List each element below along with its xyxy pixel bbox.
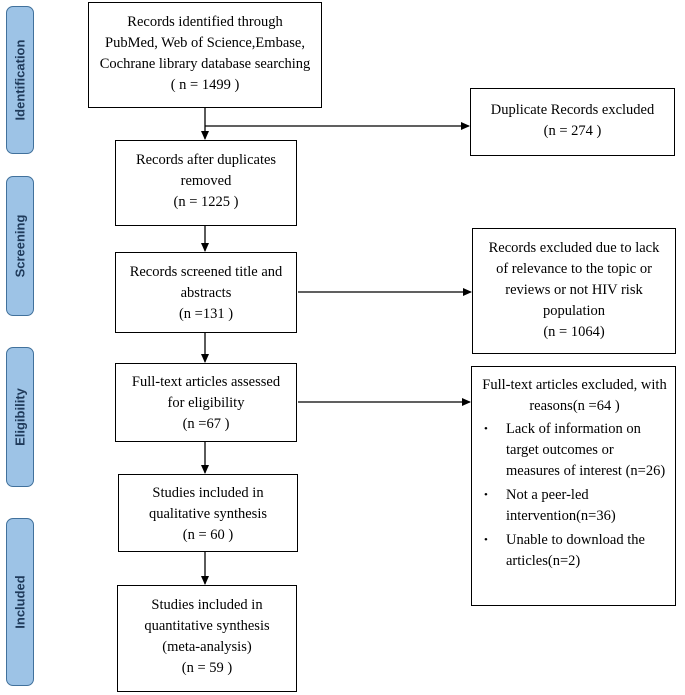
exclusion-reason-line: measures of interest (n=26) bbox=[506, 463, 666, 479]
box-screen-excluded-line: of relevance to the topic or bbox=[496, 261, 652, 277]
exclusion-reason-line: articles(n=2) bbox=[506, 553, 581, 569]
phase-included: Included bbox=[6, 518, 34, 686]
box-records-screened-line: abstracts bbox=[180, 285, 232, 301]
exclusion-reason-item: • Not a peer-led intervention(n=36) bbox=[484, 485, 669, 527]
bullet-icon: • bbox=[484, 534, 488, 546]
exclusion-reason-line: Unable to download the bbox=[506, 532, 645, 548]
box-records-screened-line: Records screened title and bbox=[129, 264, 283, 280]
bullet-icon: • bbox=[484, 423, 488, 435]
box-qualitative-line: qualitative synthesis bbox=[149, 506, 267, 522]
exclusion-reason-line: Lack of information on bbox=[506, 421, 641, 437]
box-after-duplicates-line: Records after duplicates bbox=[135, 152, 277, 168]
exclusion-reason-item: • Unable to download the articles(n=2) bbox=[484, 530, 669, 572]
box-records-identified: Records identified through PubMed, Web o… bbox=[88, 2, 322, 108]
box-fulltext-excluded-count: reasons(n =64 ) bbox=[529, 398, 620, 414]
box-qualitative-synthesis: Studies included in qualitative synthesi… bbox=[118, 474, 298, 552]
box-duplicates-excluded: Duplicate Records excluded (n = 274 ) bbox=[470, 88, 675, 156]
exclusion-reason-line: target outcomes or bbox=[506, 442, 614, 458]
box-fulltext-excluded-title: Full-text articles excluded, with bbox=[482, 377, 667, 393]
box-qualitative-count: (n = 60 ) bbox=[182, 527, 234, 543]
box-quantitative-count: (n = 59 ) bbox=[181, 660, 233, 676]
box-screen-excluded-count: (n = 1064) bbox=[543, 324, 605, 340]
box-records-identified-line: Records identified through bbox=[127, 14, 283, 30]
exclusion-reason-item: • Lack of information on target outcomes… bbox=[484, 419, 669, 482]
box-qualitative-line: Studies included in bbox=[152, 485, 264, 501]
box-after-duplicates: Records after duplicates removed (n = 12… bbox=[115, 140, 297, 226]
box-fulltext-assessed-count: (n =67 ) bbox=[182, 416, 230, 432]
box-duplicates-excluded-count: (n = 274 ) bbox=[543, 123, 602, 139]
exclusion-reason-line: Not a peer-led bbox=[506, 487, 589, 503]
box-records-screened: Records screened title and abstracts (n … bbox=[115, 252, 297, 333]
bullet-icon: • bbox=[484, 489, 488, 501]
box-fulltext-assessed: Full-text articles assessed for eligibil… bbox=[115, 363, 297, 442]
box-screen-excluded-line: population bbox=[542, 303, 606, 319]
box-fulltext-assessed-line: for eligibility bbox=[167, 395, 245, 411]
box-records-identified-line: Cochrane library database searching bbox=[99, 56, 311, 72]
box-records-screened-count: (n =131 ) bbox=[178, 306, 234, 322]
exclusion-reason-line: intervention(n=36) bbox=[506, 508, 616, 524]
box-fulltext-excluded: Full-text articles excluded, with reason… bbox=[471, 366, 676, 606]
box-fulltext-assessed-line: Full-text articles assessed bbox=[131, 374, 281, 390]
phase-screening: Screening bbox=[6, 176, 34, 316]
box-after-duplicates-line: removed bbox=[180, 173, 232, 189]
box-quantitative-line: Studies included in bbox=[151, 597, 263, 613]
box-screen-excluded: Records excluded due to lack of relevanc… bbox=[472, 228, 676, 354]
box-records-identified-count: ( n = 1499 ) bbox=[170, 77, 240, 93]
phase-identification: Identification bbox=[6, 6, 34, 154]
box-quantitative-line: quantitative synthesis bbox=[144, 618, 270, 634]
box-records-identified-line: PubMed, Web of Science,Embase, bbox=[105, 35, 305, 51]
box-quantitative-line: (meta-analysis) bbox=[162, 639, 252, 655]
box-duplicates-excluded-line: Duplicate Records excluded bbox=[490, 102, 655, 118]
box-after-duplicates-count: (n = 1225 ) bbox=[173, 194, 239, 210]
box-screen-excluded-line: Records excluded due to lack bbox=[488, 240, 660, 256]
phase-eligibility: Eligibility bbox=[6, 347, 34, 487]
box-screen-excluded-line: reviews or not HIV risk bbox=[505, 282, 643, 298]
box-quantitative-synthesis: Studies included in quantitative synthes… bbox=[117, 585, 297, 692]
exclusion-reasons-list: • Lack of information on target outcomes… bbox=[480, 419, 669, 572]
